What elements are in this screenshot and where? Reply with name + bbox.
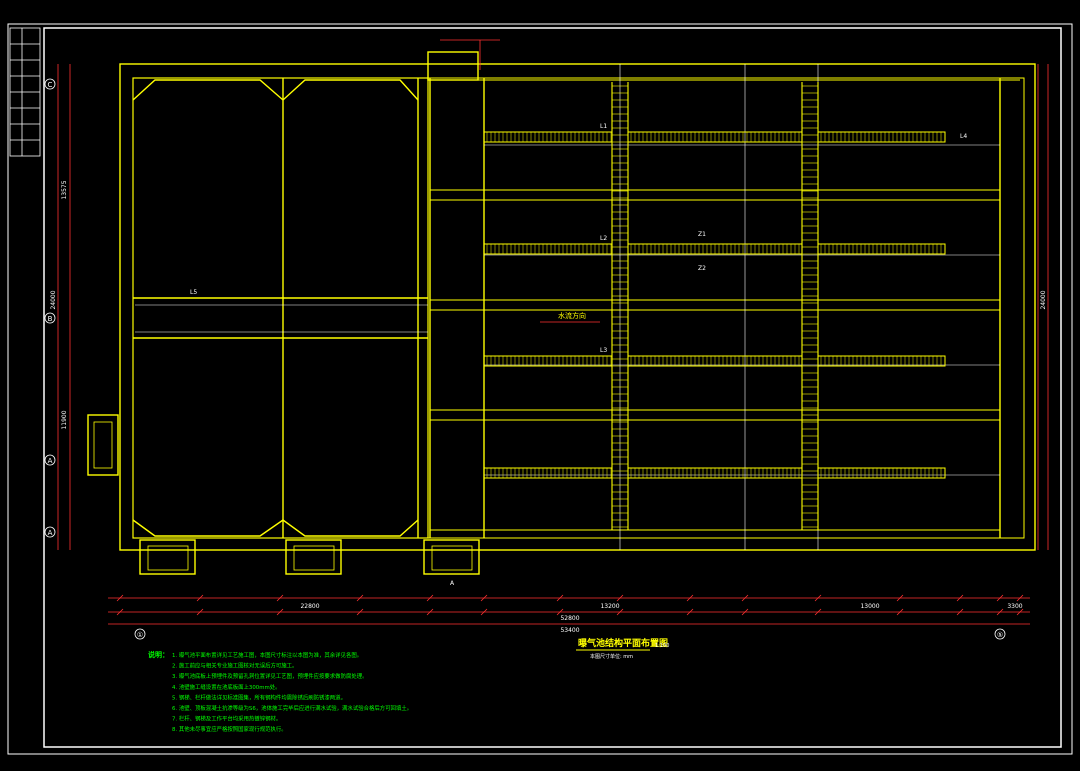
label-l5: L5 (190, 289, 197, 296)
dim-tick (1016, 594, 1024, 602)
dim-tick (276, 594, 284, 602)
zone-labels: L1 L2 L3 L4 L5 Z1 Z2 A (190, 123, 967, 587)
dimension-lines (57, 39, 1049, 625)
tank-outline (87, 51, 1036, 575)
dim-right: 24000 (1040, 290, 1047, 309)
dim-tick (956, 594, 964, 602)
dim-bottom-seg-2: 13200 (600, 603, 619, 610)
note-item: 4. 池壁施工缝设置在池底板面上300mm处。 (172, 683, 281, 691)
dim-tick (741, 594, 749, 602)
dim-tick (196, 608, 204, 616)
note-item: 5. 钢梯、栏杆做法详见标准图集，所有钢构件均需除锈后刷防锈漆两道。 (172, 693, 346, 701)
aeration-header (817, 131, 946, 143)
note-item: 1. 曝气池平面布置详见工艺施工图，本图尺寸标注以本图为准，其余详见各图。 (172, 651, 362, 659)
aeration-header (483, 467, 613, 479)
label-l4: L4 (960, 133, 967, 140)
dim-tick (956, 608, 964, 616)
dim-tick (356, 594, 364, 602)
label-a: A (450, 580, 455, 587)
dim-tick (426, 608, 434, 616)
dim-bottom-outer: 53400 (560, 627, 579, 634)
dim-left-2: 11900 (61, 410, 68, 429)
dim-tick (196, 594, 204, 602)
aeration-header (483, 131, 613, 143)
label-l1: L1 (600, 123, 607, 130)
axis-label-row-top: C (48, 81, 53, 89)
inner-frame (43, 27, 1062, 748)
axis-label-row-mid: B (48, 315, 53, 323)
dim-tick (356, 608, 364, 616)
dim-tick (556, 594, 564, 602)
dim-tick (896, 608, 904, 616)
drawing-subtitle: 本图尺寸单位: mm (590, 653, 633, 660)
dim-bottom-seg-1: 22800 (300, 603, 319, 610)
dim-tick (1016, 608, 1024, 616)
dim-bottom-seg-4: 3300 (1007, 603, 1022, 610)
walkway-left (611, 82, 629, 530)
dim-tick (116, 608, 124, 616)
aeration-header (483, 355, 613, 367)
label-l3: L3 (600, 347, 607, 354)
left-title-strip (9, 27, 41, 157)
flow-direction-label: 水流方向 (558, 311, 586, 320)
axis-label-row-low: A (48, 457, 53, 465)
dim-left-3: 24000 (50, 290, 57, 309)
grid-lines (135, 64, 1000, 550)
notes-list: 1. 曝气池平面布置详见工艺施工图，本图尺寸标注以本图为准，其余详见各图。 2. … (172, 651, 412, 733)
axis-markers (44, 78, 1006, 640)
dim-tick (814, 608, 822, 616)
aeration-header (817, 467, 946, 479)
axis-label-col-right: ⑤ (997, 631, 1003, 639)
walkway-right (801, 82, 819, 530)
dim-tick (276, 608, 284, 616)
dim-tick (686, 608, 694, 616)
dim-left-1: 13575 (61, 180, 68, 199)
note-item: 2. 施工前应与相关专业施工图核对无误后方可施工。 (172, 662, 297, 670)
ladder-rungs (612, 85, 818, 528)
channel-bands (430, 79, 1020, 531)
axis-label-col-left: ① (137, 631, 143, 639)
dim-tick (814, 594, 822, 602)
dim-tick (996, 594, 1004, 602)
dim-tick (686, 594, 694, 602)
dim-tick (426, 594, 434, 602)
dim-tick (616, 594, 624, 602)
note-item: 3. 曝气池底板上预埋件及预留孔洞位置详见工艺图，预埋件应按要求做防腐处理。 (172, 672, 368, 680)
aeration-header (483, 243, 613, 255)
dim-bottom-seg-3: 13000 (860, 603, 879, 610)
label-l2: L2 (600, 235, 607, 242)
dim-tick (741, 608, 749, 616)
note-item: 7. 栏杆、钢梯及工作平台均采用热镀锌钢材。 (172, 715, 281, 723)
dim-tick (996, 608, 1004, 616)
aeration-headers (483, 131, 946, 479)
label-z2: Z2 (698, 265, 706, 272)
aeration-header (817, 243, 946, 255)
dim-tick (896, 594, 904, 602)
dim-tick (480, 594, 488, 602)
dim-tick (116, 594, 124, 602)
dim-tick (556, 608, 564, 616)
dim-tick (616, 608, 624, 616)
aeration-header (817, 355, 946, 367)
label-z1: Z1 (698, 231, 706, 238)
drawing-scale: 1:100 (655, 643, 669, 649)
axis-label-row-bottom: A (48, 529, 53, 537)
dim-bottom-total: 52800 (560, 615, 579, 622)
outer-frame (7, 23, 1073, 755)
note-item: 8. 其他未尽事宜应严格按照国家现行规范执行。 (172, 725, 287, 733)
note-item: 6. 池壁、顶板混凝土抗渗等级为S6，池体施工完毕后应进行满水试验，满水试验合格… (172, 704, 412, 712)
dimension-ticks (116, 594, 1024, 616)
notes-heading: 说明： (148, 650, 169, 659)
dim-tick (480, 608, 488, 616)
drawing-title: 曝气池结构平面布置图 (578, 637, 668, 649)
